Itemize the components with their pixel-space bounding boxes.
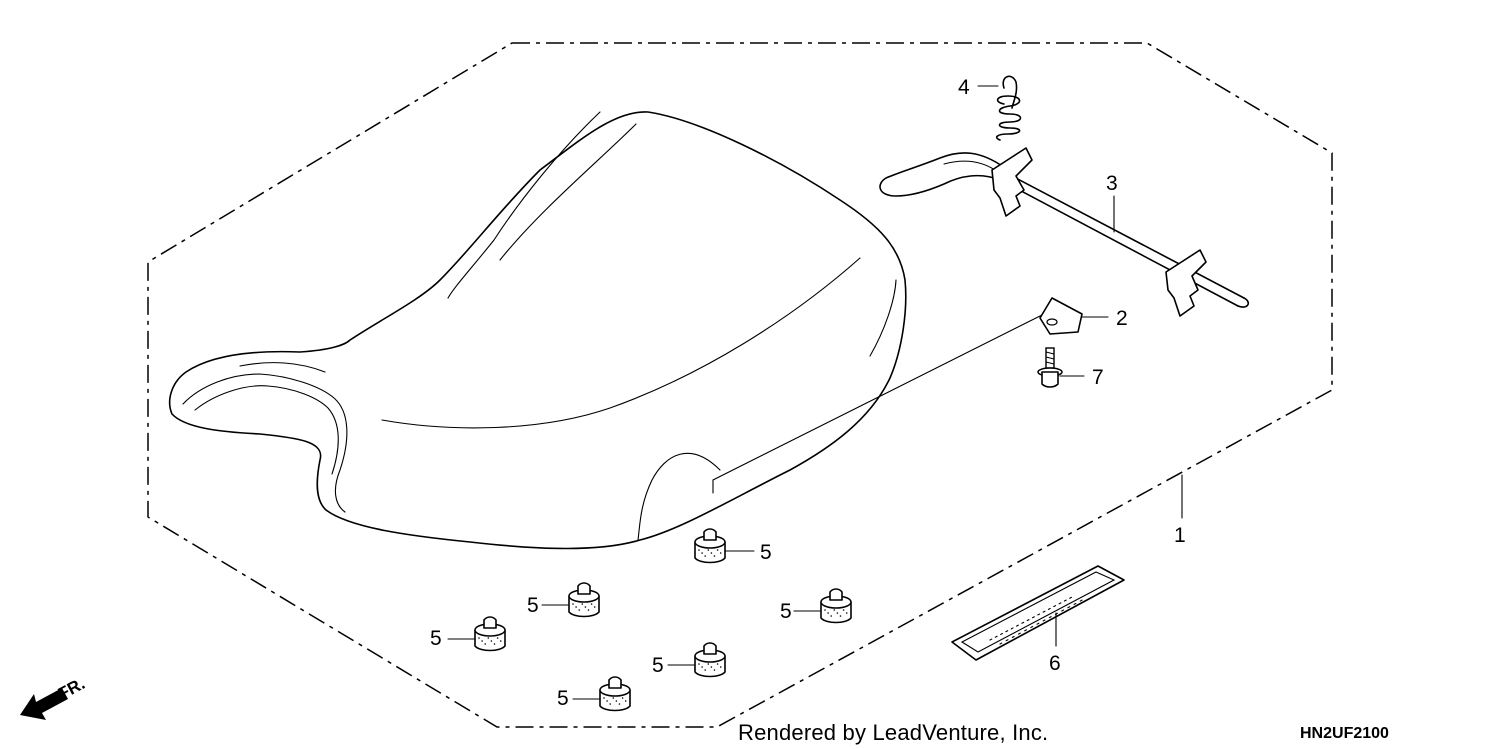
callout-5: 5 (780, 600, 792, 623)
callout-1: 1 (1174, 524, 1186, 547)
strap-part[interactable] (951, 565, 1125, 661)
callout-5: 5 (652, 654, 664, 677)
seat-part[interactable] (168, 111, 907, 550)
callout-5: 5 (557, 687, 569, 710)
callout-6: 6 (1049, 652, 1061, 675)
callout-5: 5 (760, 541, 772, 564)
cushion-part[interactable] (474, 616, 506, 652)
callout-7: 7 (1092, 366, 1104, 389)
callout-5: 5 (527, 594, 539, 617)
lock-rod-part[interactable] (879, 147, 1250, 317)
cushion-group (447, 528, 852, 712)
cushion-part[interactable] (694, 528, 726, 564)
cushion-part[interactable] (568, 582, 600, 618)
callout-2: 2 (1116, 307, 1128, 330)
seat-bracket-line (712, 314, 1043, 494)
assembly-boundary (147, 42, 1333, 728)
front-direction-arrow: FR. (20, 674, 88, 720)
bolt-part[interactable] (1037, 347, 1063, 388)
cushion-part[interactable] (820, 588, 852, 624)
spring-part[interactable] (995, 75, 1022, 141)
callout-4: 4 (958, 76, 970, 99)
plate-part[interactable] (1039, 297, 1083, 335)
footer-credit: Rendered by LeadVenture, Inc. (738, 720, 1048, 745)
cushion-part[interactable] (694, 642, 726, 678)
cushion-part[interactable] (599, 676, 631, 712)
callout-5: 5 (430, 627, 442, 650)
diagram-code: HN2UF2100 (1300, 725, 1389, 742)
callout-3: 3 (1106, 172, 1118, 195)
